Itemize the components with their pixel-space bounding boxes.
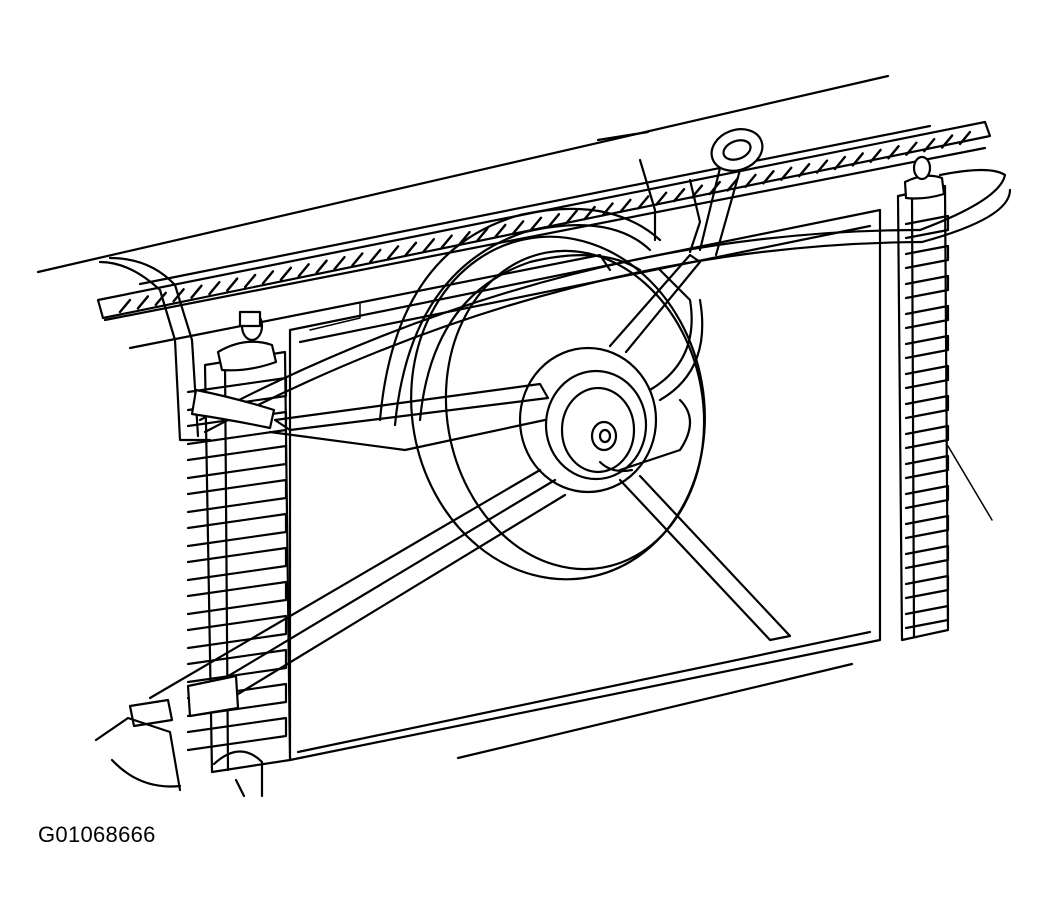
hatch-mark [333,255,346,271]
hatch-mark [226,277,239,292]
tank-fin [904,274,950,300]
figure-id-label: G01068666 [38,822,156,847]
left-radiator-tank [186,310,292,774]
hatch-mark [279,266,293,282]
hatch-mark [243,273,257,289]
hatch-mark [118,298,132,314]
body-frame-lines [36,74,993,760]
tank-fin [186,478,288,514]
hatch-mark [547,213,561,228]
hatch-mark [583,205,596,221]
tank-fin [186,546,288,582]
tank-fin [904,334,950,360]
hatch-mark [940,134,954,149]
tank-fin [904,604,950,630]
right-radiator-tank [896,155,950,642]
hatch-mark [887,145,900,160]
tank-fin [904,454,950,480]
tank-fin [904,304,950,330]
hatch-mark [369,248,382,264]
hatch-mark [923,137,936,153]
hatch-mark [619,198,632,214]
tank-fin [186,716,288,752]
hatch-mark [386,245,400,260]
support-hatching [118,130,972,314]
fan-shroud [378,207,706,581]
hatch-mark [261,270,275,285]
tank-fin [186,580,288,616]
hatch-mark [422,238,436,253]
hatch-mark [494,223,507,239]
hatch-mark [315,259,328,274]
hatch-mark [511,220,525,235]
hatch-mark [797,162,811,178]
hatch-mark [404,241,418,257]
tank-fin [904,574,950,600]
hatch-mark [565,209,579,224]
hatch-mark [476,227,489,242]
tank-fin [904,424,950,450]
hatch-mark [440,234,453,249]
hatch-mark [851,152,864,167]
hatch-mark [762,170,775,185]
hatch-mark [905,141,918,156]
tank-fin [904,544,950,570]
hatch-mark [672,187,686,203]
tank-fin [186,614,288,650]
tank-fin [186,648,288,684]
hatch-mark [190,284,203,299]
tank-fin [186,512,288,548]
hatch-mark [654,191,668,206]
hatch-mark [208,280,221,296]
fan-motor [518,346,658,494]
hatch-mark [637,195,650,210]
tank-fin [904,244,950,270]
hatch-mark [297,263,310,278]
tank-fin [904,364,950,390]
hatch-mark [529,216,543,231]
hatch-mark [815,159,829,174]
hatch-mark [744,173,757,189]
hatch-mark [833,155,847,171]
tank-fin [186,444,288,480]
wiring-harness [98,128,1012,472]
tank-fin [904,394,950,420]
hatch-mark [154,291,167,307]
right-tank-fins [904,214,950,630]
hatch-mark [351,252,364,267]
lower-mounts [94,716,264,798]
hatch-mark [136,295,150,310]
hatch-mark [780,166,793,181]
hatch-mark [958,130,972,146]
tank-fin [904,214,950,240]
tank-fin [904,514,950,540]
tank-fin [904,484,950,510]
hatch-mark [869,148,882,164]
hatch-mark [601,202,614,217]
